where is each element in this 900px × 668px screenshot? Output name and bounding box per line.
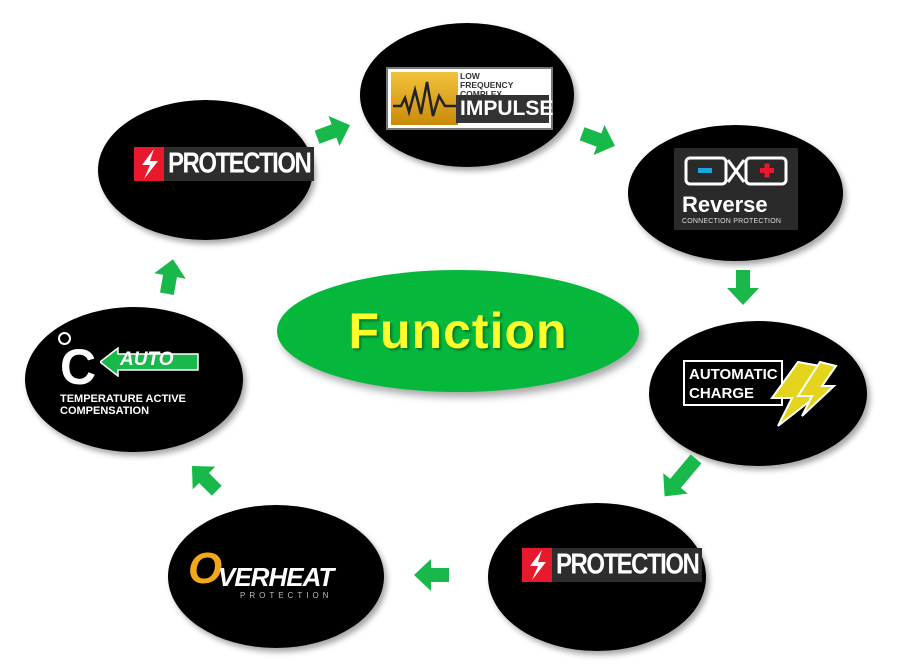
temperature-line1: TEMPERATURE ACTIVE [60, 393, 186, 405]
arrow-impulse-to-reverse [576, 117, 622, 163]
charge-label: CHARGE [689, 385, 755, 402]
arrow-temperature-to-protection [149, 255, 191, 297]
impulse-line1: LOW [460, 71, 480, 81]
reverse-subtitle: CONNECTION PROTECTION [682, 218, 782, 225]
impulse-badge: LOW FREQUENCY COMPLEX IMPULSE [386, 67, 553, 130]
node-temperature [25, 307, 243, 452]
impulse-wave-icon [391, 72, 458, 125]
protection-label-top: PROTECTION [168, 147, 312, 180]
arrow-protection-to-overheat [413, 557, 449, 593]
node-automatic-charge [649, 321, 867, 466]
impulse-line2: FREQUENCY COMPLEX [460, 80, 514, 99]
impulse-big-label: IMPULSE [456, 95, 553, 123]
protection-badge-bottom: PROTECTION [522, 548, 703, 582]
overheat-initial: O [188, 544, 223, 593]
auto-arrow-icon [100, 347, 199, 377]
protection-lightning-icon [134, 147, 164, 181]
center-function-label: Function [348, 303, 568, 359]
arrow-automatic-to-protection [650, 447, 710, 508]
automatic-label: AUTOMATIC [689, 366, 778, 383]
auto-label: AUTO [120, 349, 174, 370]
battery-icon [684, 156, 788, 186]
temperature-symbol: C [60, 339, 97, 395]
degree-icon [58, 332, 71, 345]
protection-badge-top: PROTECTION [134, 147, 315, 181]
node-overheat [168, 505, 384, 648]
center-function-ellipse: Function [277, 270, 639, 392]
lightning-icon [770, 360, 838, 427]
temperature-line2: COMPENSATION [60, 405, 150, 417]
protection-lightning-icon [522, 548, 552, 582]
arrow-protection-to-impulse [311, 108, 357, 154]
reverse-badge: Reverse CONNECTION PROTECTION [674, 148, 798, 230]
overheat-subtitle: PROTECTION [240, 591, 333, 600]
arrow-reverse-to-automatic [725, 270, 761, 306]
protection-label-bottom: PROTECTION [556, 548, 700, 581]
arrow-overheat-to-temperature [179, 453, 230, 504]
overheat-rest: VERHEAT [218, 562, 334, 592]
reverse-title: Reverse [682, 192, 768, 217]
